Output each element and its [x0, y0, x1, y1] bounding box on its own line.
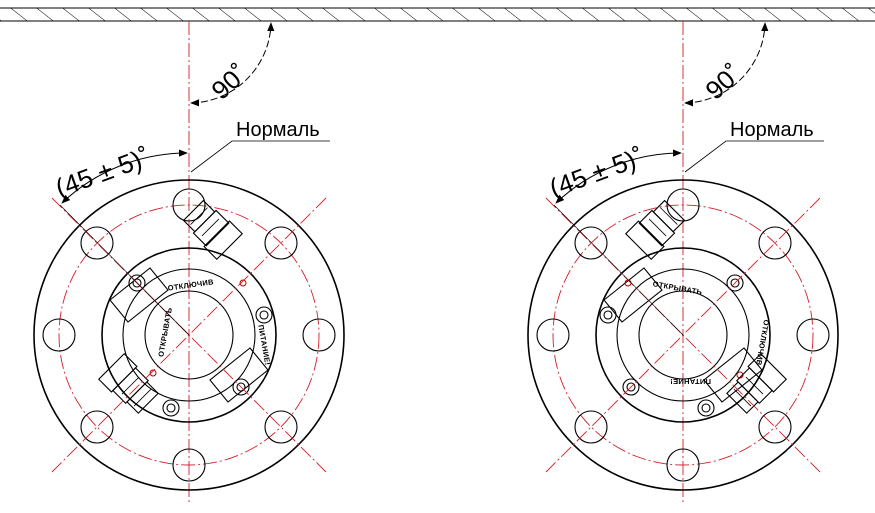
right-normal-label: Нормаль — [730, 119, 814, 141]
left-stamp-power: ПИТАНИЕ! — [256, 324, 272, 366]
right-bolt-holes — [536, 188, 830, 482]
wall-hatch — [0, 7, 875, 22]
left-45-ext-line — [59, 204, 190, 336]
right-cable-gland-lower — [726, 352, 788, 414]
right-flange — [527, 179, 839, 491]
left-screws — [128, 274, 273, 417]
right-view: ОТКРЫВАТЬ ОТКЛЮЧИВ ПИТАНИЕ! 90˚ (45 ± 5)… — [527, 21, 839, 505]
right-stamp-power: ПИТАНИЕ! — [670, 377, 711, 386]
left-housing — [101, 247, 277, 423]
right-stamp-off: ОТКЛЮЧИВ — [754, 319, 771, 367]
right-bolt-circle — [552, 204, 814, 466]
left-cover — [122, 268, 256, 402]
left-cable-gland-lower — [97, 352, 159, 414]
left-view: ОТКЛЮЧИВ ПИТАНИЕ! ОТКРЫВАТЬ 90˚ (45 ± 5)… — [33, 21, 345, 505]
right-housing — [595, 247, 771, 423]
left-bolt-circle — [58, 204, 320, 466]
left-bolt-holes — [42, 188, 336, 482]
right-cable-gland-upper — [624, 199, 686, 261]
right-90-label: 90˚ — [699, 58, 747, 105]
left-90-arc — [190, 22, 275, 107]
right-stamp-open: ОТКРЫВАТЬ — [652, 279, 703, 297]
left-90-label: 90˚ — [205, 58, 253, 105]
right-normal-leader — [684, 140, 824, 173]
left-45-label: (45 ± 5)˚ — [51, 141, 153, 203]
left-stamp-open: ОТКРЫВАТЬ — [156, 306, 174, 357]
right-cover-boss — [638, 290, 728, 380]
left-45-arc — [61, 149, 188, 204]
right-cover — [616, 268, 750, 402]
left-cable-gland-upper — [182, 199, 244, 261]
right-90-arc — [684, 22, 769, 107]
right-45-ext-line — [553, 204, 684, 336]
left-cover-boss — [144, 290, 234, 380]
left-normal-label: Нормаль — [236, 119, 320, 141]
left-normal-leader — [190, 140, 330, 173]
left-stamp-off: ОТКЛЮЧИВ — [167, 277, 214, 292]
left-flange — [33, 179, 345, 491]
right-45-label: (45 ± 5)˚ — [545, 141, 647, 203]
right-45-arc — [555, 149, 682, 204]
right-cover-ear-2 — [703, 347, 763, 403]
